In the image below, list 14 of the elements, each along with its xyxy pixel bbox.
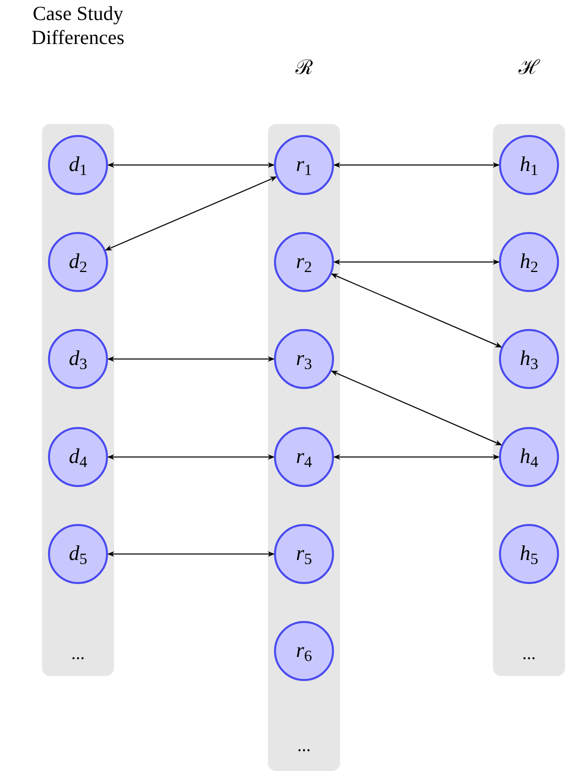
double-arrow [333, 259, 500, 265]
double-arrow [107, 551, 275, 557]
double-arrow [107, 454, 275, 460]
double-arrow [330, 370, 502, 446]
column-heading: ℛ [294, 56, 314, 80]
double-arrow [107, 162, 275, 168]
double-arrow [333, 162, 500, 168]
ellipsis-text: ... [521, 643, 537, 663]
column-heading: ℋ [518, 56, 542, 80]
double-arrow [333, 454, 500, 460]
double-arrow [107, 356, 275, 362]
ellipsis-text: ... [296, 735, 312, 755]
column-heading: Case Study Differences [30, 2, 126, 50]
ellipsis-text: ... [70, 643, 86, 663]
